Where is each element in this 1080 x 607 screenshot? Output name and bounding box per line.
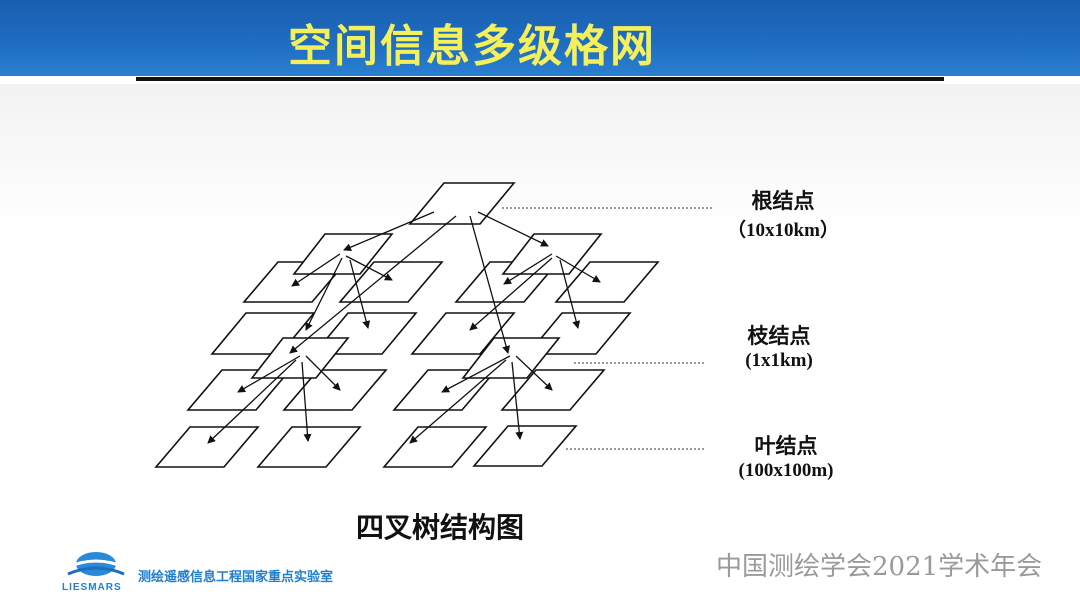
branch-label-size: (1x1km) (745, 350, 813, 371)
branch-label-name: 枝结点 (747, 324, 811, 348)
lab-name: 测绘遥感信息工程国家重点实验室 (138, 570, 334, 585)
leaf-label: 叶结点 (100x100m) (716, 430, 856, 482)
leaf-cell (256, 426, 362, 468)
root-node (408, 182, 516, 225)
root-label-name: 根结点 (751, 189, 815, 213)
conference-name: 中国测绘学会2021学术年会 (716, 552, 1043, 582)
branch-node (292, 233, 394, 275)
liesmars-logo-icon (65, 552, 127, 576)
diagram-caption: 四叉树结构图 (356, 511, 525, 544)
branch-node (250, 337, 350, 379)
slide-title: 空间信息多级格网 (288, 21, 656, 72)
title-underline (136, 77, 944, 81)
leaf-label-size: (100x100m) (738, 460, 834, 481)
background-band (0, 84, 1080, 234)
leaf-label-name: 叶结点 (754, 434, 818, 458)
leaf-cell (472, 425, 578, 467)
leaf-cell (500, 369, 606, 411)
root-label: 根结点 （10x10km） (716, 185, 850, 242)
logo-text: LIESMARS (62, 582, 122, 593)
leaf-cell (382, 426, 488, 468)
branch-label: 枝结点 (1x1km) (714, 320, 844, 372)
leaf-cell (154, 426, 260, 468)
title-bar: 空间信息多级格网 (0, 0, 1080, 76)
branch-cell (338, 261, 444, 303)
root-label-size: （10x10km） (727, 220, 839, 241)
branch-cell (410, 312, 516, 355)
